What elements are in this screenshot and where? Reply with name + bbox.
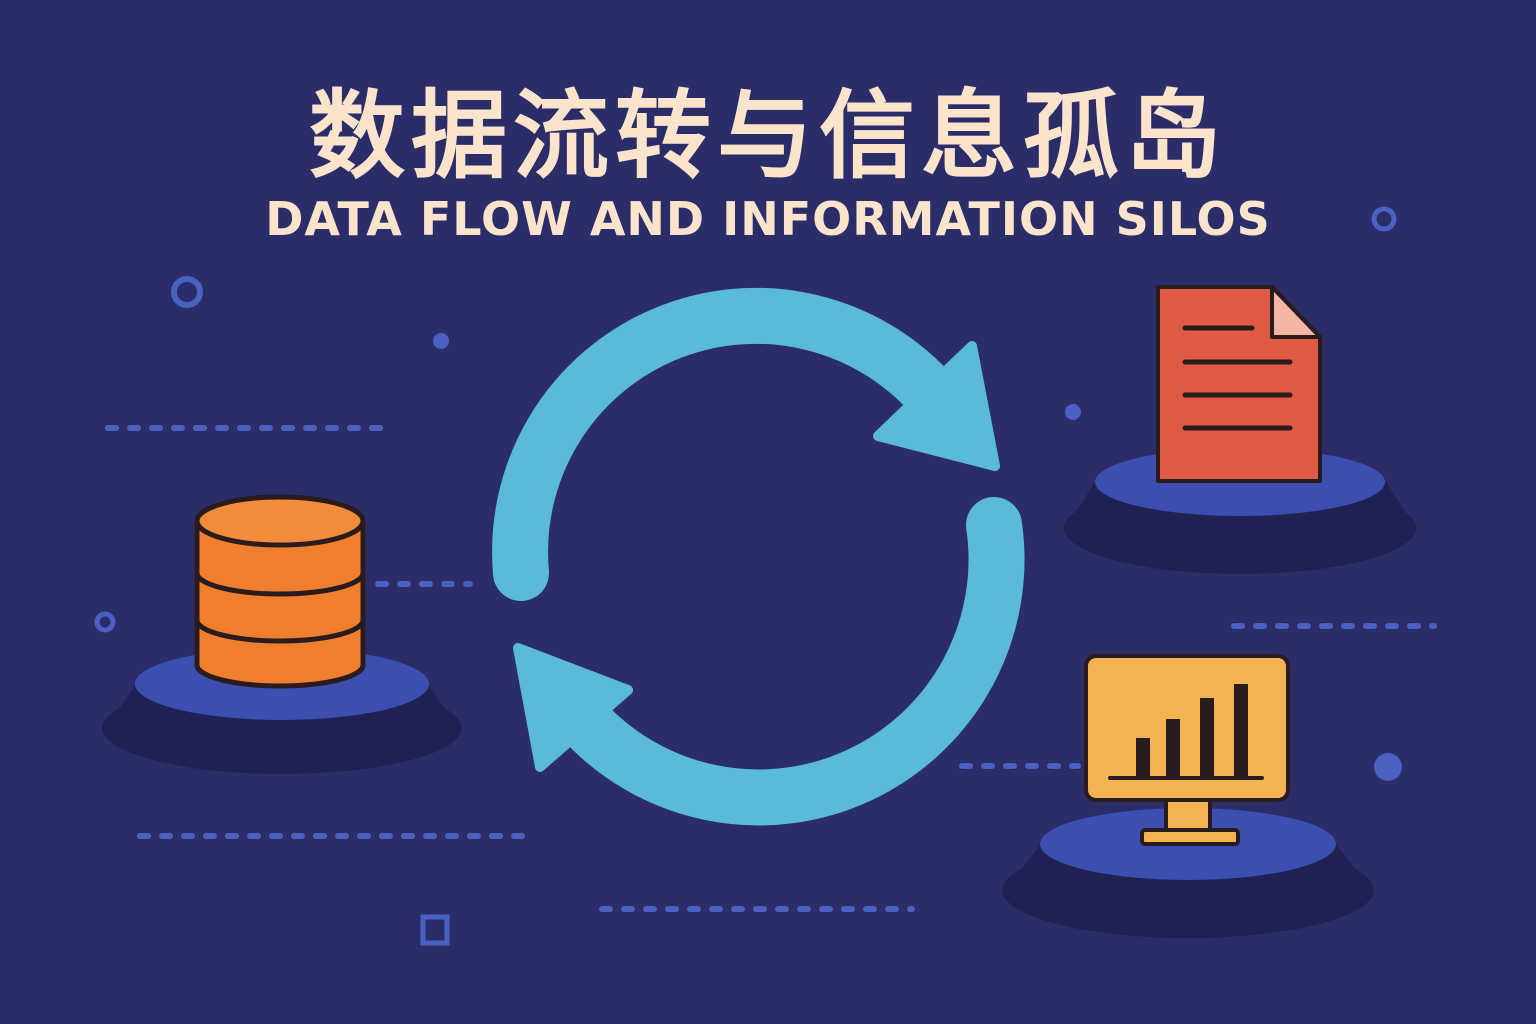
ring-dot: [171, 276, 203, 308]
cycle-arrow-bottom: [553, 497, 1025, 826]
square-mark: [420, 914, 450, 946]
cycle-arrow-top: [492, 287, 963, 601]
cycle-arrowhead-bottom: [513, 643, 633, 772]
ring-dot: [94, 611, 116, 633]
database-node: [102, 494, 462, 774]
dotted-lines: [105, 425, 1437, 912]
document-icon: [1156, 285, 1322, 483]
title-english: DATA FLOW AND INFORMATION SILOS: [265, 192, 1271, 246]
title-chinese: 数据流转与信息孤岛: [309, 80, 1227, 192]
ring-dot: [1371, 206, 1397, 232]
bar-chart-monitor-icon: [1084, 654, 1290, 846]
cycle-arrowhead-top: [873, 341, 1000, 471]
document-node: [1064, 285, 1416, 574]
database-icon: [194, 494, 366, 689]
large-dot: [1374, 753, 1402, 781]
small-dot: [433, 333, 449, 349]
cycle-arrows-icon: [492, 287, 1025, 826]
decorative-marks: [94, 206, 1402, 946]
small-dot: [1065, 404, 1081, 420]
monitor-node: [1002, 654, 1374, 938]
